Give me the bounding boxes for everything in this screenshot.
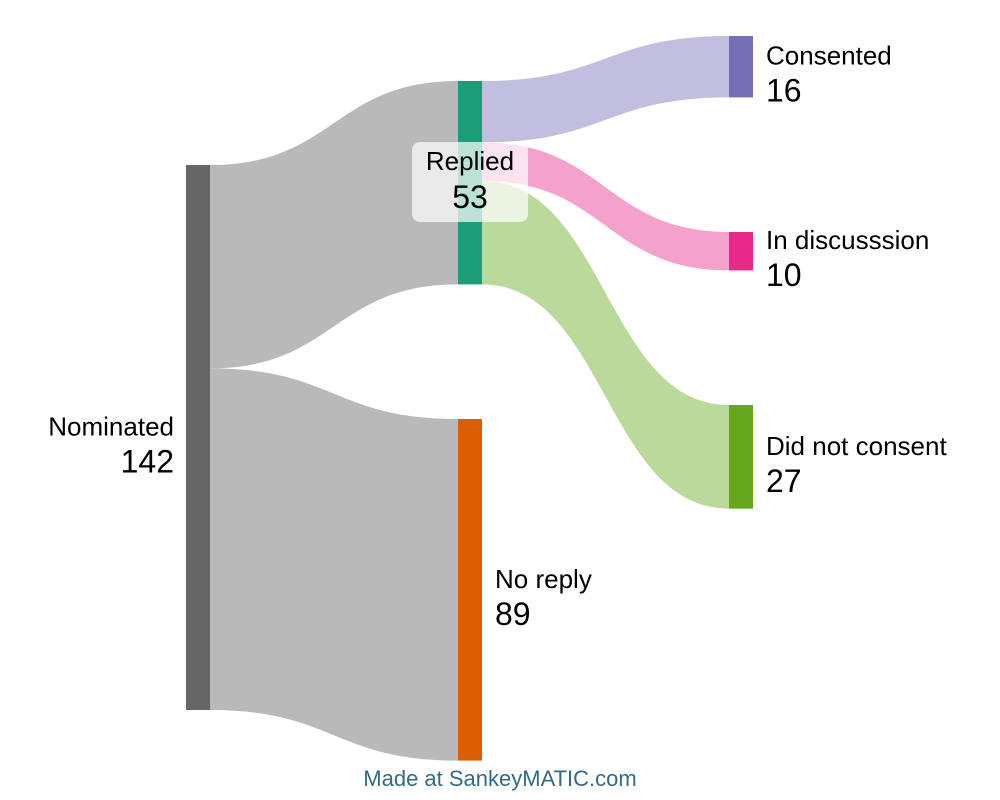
node-in-discussion — [729, 232, 753, 271]
link-nominated-to-replied — [210, 81, 458, 369]
node-value-consented: 16 — [766, 73, 802, 109]
node-no-reply — [458, 419, 482, 761]
node-consented — [729, 36, 753, 98]
link-replied-to-consented — [482, 36, 729, 143]
node-label-replied: Replied — [426, 146, 514, 176]
node-value-nominated: 142 — [121, 444, 174, 480]
node-label-box-replied — [412, 142, 528, 222]
link-replied-to-did-not-consent — [482, 180, 729, 509]
credit-text[interactable]: Made at SankeyMATIC.com — [363, 766, 637, 791]
node-value-in-discussion: 10 — [766, 257, 802, 293]
node-label-in-discussion: In discusssion — [766, 225, 929, 255]
node-label-consented: Consented — [766, 41, 892, 71]
node-label-no-reply: No reply — [495, 564, 592, 594]
sankey-links — [210, 36, 729, 761]
node-label-did-not-consent: Did not consent — [766, 431, 947, 461]
link-replied-to-in-discussion — [482, 142, 729, 271]
node-did-not-consent — [729, 405, 753, 509]
node-value-no-reply: 89 — [495, 596, 531, 632]
link-nominated-to-no-reply — [210, 368, 458, 761]
node-value-replied: 53 — [452, 179, 488, 215]
node-value-did-not-consent: 27 — [766, 463, 802, 499]
node-nominated — [186, 165, 210, 710]
node-label-nominated: Nominated — [48, 412, 174, 442]
